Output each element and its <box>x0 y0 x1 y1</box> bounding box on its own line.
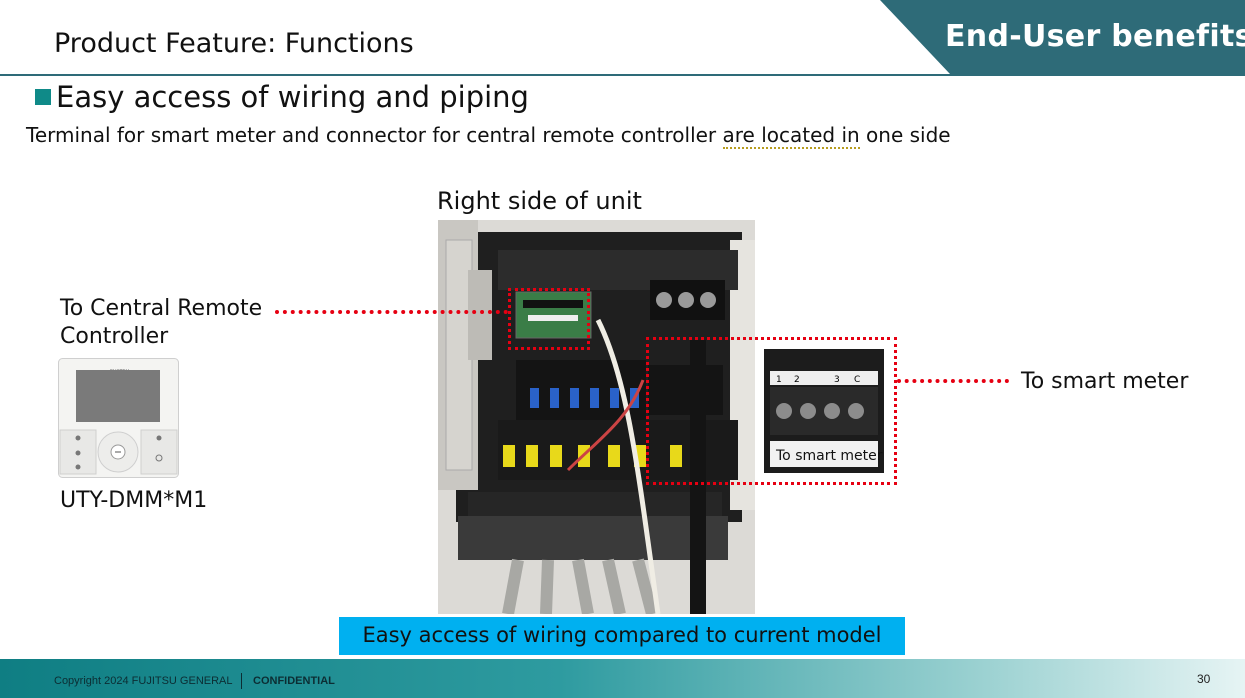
section-heading: Easy access of wiring and piping <box>56 80 529 114</box>
benefit-badge-shape <box>880 0 1245 74</box>
subtitle-part-2: one side <box>859 123 951 147</box>
inset-photo-label: To smart meter <box>775 448 883 464</box>
bullet-square-icon <box>35 89 51 105</box>
central-remote-connector-highlight <box>508 288 590 350</box>
footer-confidential: CONFIDENTIAL <box>253 675 335 687</box>
terminal-number-1: 1 <box>776 375 782 385</box>
footer-copyright: Copyright 2024 FUJITSU GENERAL <box>54 675 233 687</box>
terminal-number-c: C <box>854 375 860 385</box>
caption-text: Easy access of wiring compared to curren… <box>362 623 882 647</box>
footer-separator <box>241 673 242 689</box>
page-number: 30 <box>1197 672 1211 686</box>
remote-model-label: UTY-DMM*M1 <box>60 488 208 513</box>
terminal-number-3: 3 <box>834 375 840 385</box>
central-remote-label: To Central Remote Controller <box>60 296 263 349</box>
smart-meter-terminal-highlight <box>646 337 897 485</box>
benefit-badge: End-User benefits <box>945 19 1245 54</box>
smart-meter-callout-line <box>897 379 1009 383</box>
central-remote-callout-line <box>275 310 508 314</box>
subtitle-underlined: are located in <box>722 123 860 149</box>
terminal-number-2: 2 <box>794 375 800 385</box>
unit-wiring-photo <box>438 220 755 614</box>
smart-meter-terminal-photo: 1 2 3 C To smart meter <box>764 349 884 473</box>
slide-title: Product Feature: Functions <box>54 28 414 59</box>
section-subtitle: Terminal for smart meter and connector f… <box>26 123 951 149</box>
smart-meter-label: To smart meter <box>1021 369 1189 394</box>
caption-box <box>339 617 905 655</box>
photo-label: Right side of unit <box>437 187 642 215</box>
footer-bar <box>0 659 1245 698</box>
subtitle-part-1: Terminal for smart meter and connector f… <box>26 123 723 147</box>
header-rule <box>0 74 1245 76</box>
remote-controller-image: FUJITSU <box>58 358 179 478</box>
